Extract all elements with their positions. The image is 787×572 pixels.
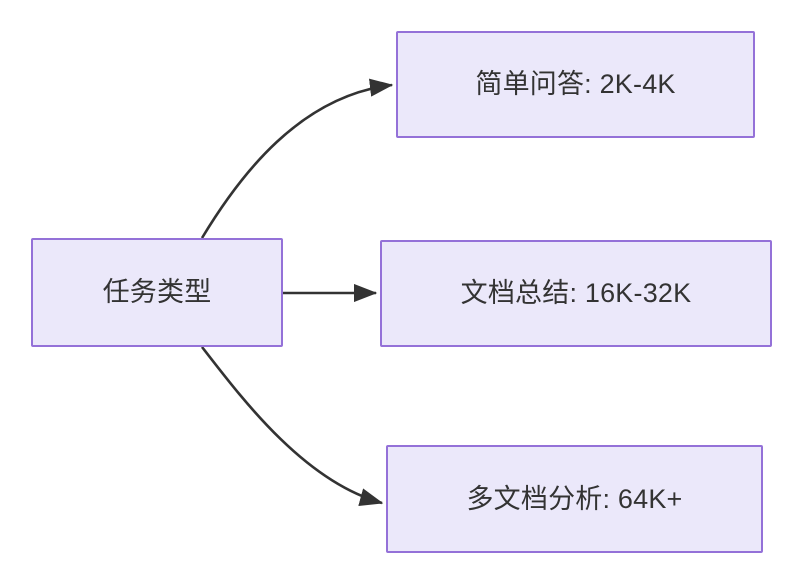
edge-root-to-multi-doc (200, 346, 384, 506)
node-task-type-label: 任务类型 (102, 277, 212, 308)
node-multi-doc-label: 多文档分析: 64K+ (466, 483, 683, 514)
edge-root-to-simple-qa (200, 78, 394, 239)
node-simple-qa[interactable]: 简单问答: 2K-4K (396, 31, 755, 138)
node-multi-doc[interactable]: 多文档分析: 64K+ (386, 445, 763, 553)
node-doc-summary-label: 文档总结: 16K-32K (460, 278, 692, 309)
node-doc-summary[interactable]: 文档总结: 16K-32K (380, 240, 772, 347)
node-simple-qa-label: 简单问答: 2K-4K (475, 69, 676, 100)
node-task-type[interactable]: 任务类型 (31, 238, 283, 347)
